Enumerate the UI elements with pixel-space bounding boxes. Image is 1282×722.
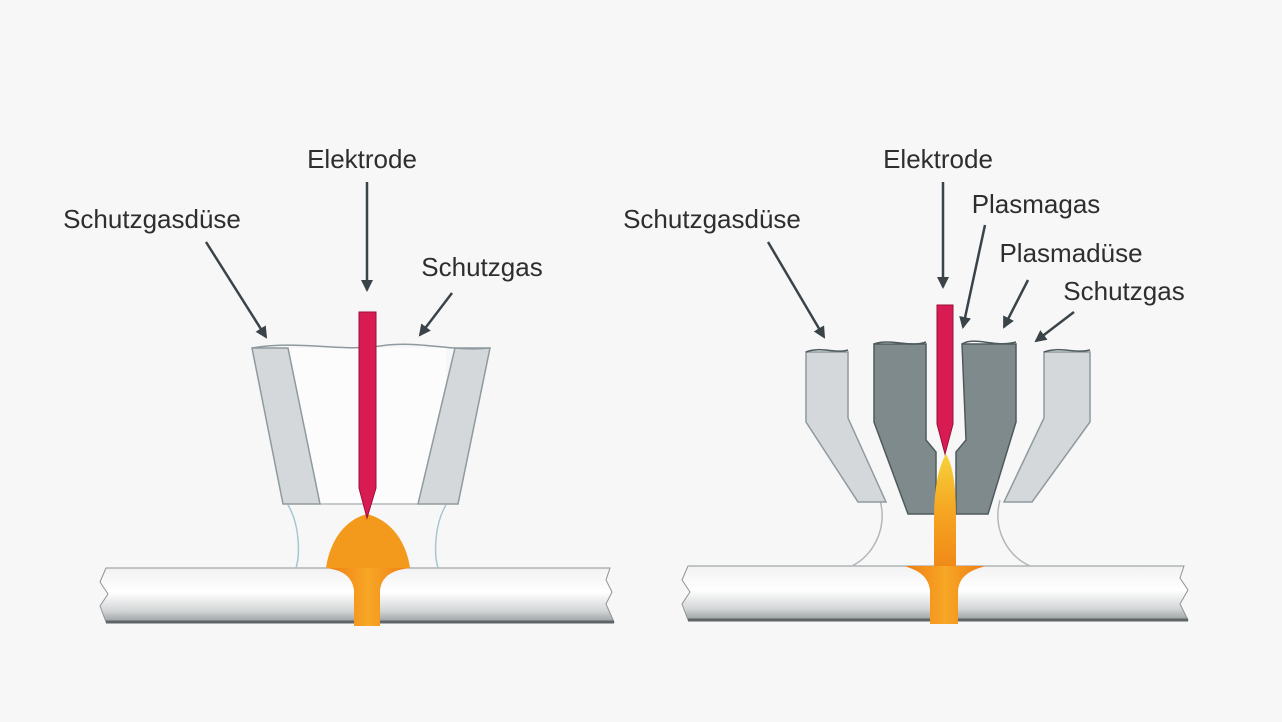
right-plasma-nozzle-arrow <box>1002 279 1030 329</box>
right-electrode-label: Elektrode <box>883 144 993 174</box>
left-arc-zone <box>326 514 410 568</box>
right-plasma-diagram: Elektrode Schutzgasdüse Plasmagas Plasma… <box>623 144 1189 624</box>
right-plasma-jet <box>934 454 956 566</box>
right-shield-nozzle-arrow <box>766 241 826 339</box>
right-plasma-nozzle-left <box>873 343 937 515</box>
left-shield-nozzle-label: Schutzgasdüse <box>63 204 241 234</box>
right-plasma-gas-label: Plasmagas <box>972 189 1101 219</box>
left-nozzle-top-edge <box>251 343 491 350</box>
right-shield-gas-envelope <box>851 499 1031 567</box>
right-shield-nozzle-wall-left <box>805 351 888 503</box>
left-shield-nozzle-arrow <box>204 241 268 339</box>
right-weld-seam <box>904 566 986 624</box>
right-nozzle-top-edges <box>805 340 1091 353</box>
left-shield-gas-arrow <box>418 292 453 337</box>
right-plasma-nozzle-label: Plasmadüse <box>999 238 1142 268</box>
left-shield-gas-envelope <box>287 504 447 569</box>
left-electrode <box>358 311 377 520</box>
right-shield-nozzle-label: Schutzgasdüse <box>623 204 801 234</box>
right-plasma-nozzle-right <box>955 343 1017 515</box>
left-tig-diagram: Elektrode Schutzgasdüse Schutzgas <box>63 144 615 626</box>
left-shield-gas-label: Schutzgas <box>421 252 542 282</box>
right-shield-nozzle-wall-right <box>1002 351 1091 503</box>
left-weld-seam <box>326 568 410 626</box>
left-electrode-label: Elektrode <box>307 144 417 174</box>
right-shield-gas-arrow <box>1034 311 1075 343</box>
right-shield-gas-label: Schutzgas <box>1063 276 1184 306</box>
right-plasma-gas-arrow <box>959 224 987 329</box>
right-electrode <box>936 304 954 456</box>
